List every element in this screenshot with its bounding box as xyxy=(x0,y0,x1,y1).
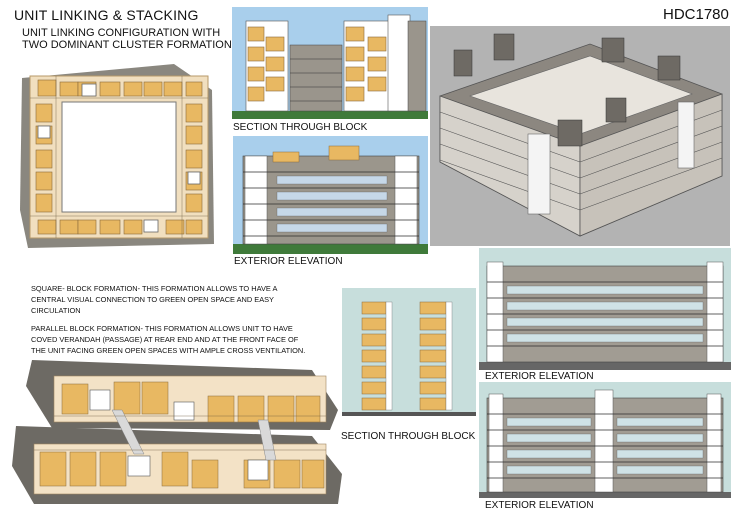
sheet-title: UNIT LINKING & STACKING xyxy=(14,7,199,23)
3d-model-view xyxy=(430,26,730,246)
note-parallel-line3: THE UNIT FACING GREEN OPEN SPACES WITH A… xyxy=(31,346,306,355)
caption-elevation-right-top: EXTERIOR ELEVATION xyxy=(485,371,594,382)
square-block-plan xyxy=(20,64,214,248)
elevation-drawing-right-bottom xyxy=(479,382,731,498)
note-parallel-line2: COVED VERANDAH (PASSAGE) AT REAR END AND… xyxy=(31,335,299,344)
caption-section-top: SECTION THROUGH BLOCK xyxy=(233,122,368,133)
section-drawing-bottom xyxy=(342,288,476,416)
note-square-line1: SQUARE- BLOCK FORMATION- THIS FORMATION … xyxy=(31,284,278,293)
sheet-code: HDC1780 xyxy=(663,6,729,23)
note-parallel-line1: PARALLEL BLOCK FORMATION- THIS FORMATION… xyxy=(31,324,293,333)
sheet-subtitle-line2: TWO DOMINANT CLUSTER FORMATIONS xyxy=(22,39,240,51)
section-drawing-top xyxy=(232,7,428,119)
sheet-subtitle-line1: UNIT LINKING CONFIGURATION WITH xyxy=(22,27,221,39)
note-square-line3: CIRCULATION xyxy=(31,306,81,315)
elevation-drawing-left xyxy=(233,136,428,254)
parallel-block-plan xyxy=(12,360,342,504)
note-square-line2: CENTRAL VISUAL CONNECTION TO GREEN OPEN … xyxy=(31,295,274,304)
caption-section-bottom: SECTION THROUGH BLOCK xyxy=(341,431,476,442)
caption-elevation-right-bottom: EXTERIOR ELEVATION xyxy=(485,500,594,511)
elevation-drawing-right-top xyxy=(479,248,731,370)
caption-elevation-left: EXTERIOR ELEVATION xyxy=(234,256,343,267)
